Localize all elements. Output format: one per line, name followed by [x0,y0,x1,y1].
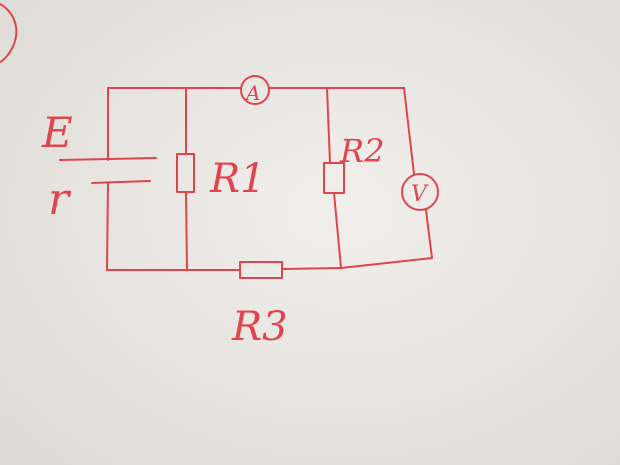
wire-right-top [403,87,415,175]
label-internal-resistance: r [48,174,72,225]
wire-left-bottom [106,181,109,271]
battery-short-plate [91,180,151,184]
label-r2: R2 [339,132,384,170]
ammeter [240,75,270,105]
label-emf: E [41,108,73,157]
label-r3: R3 [231,304,288,350]
label-ammeter: A [244,81,260,105]
voltmeter-circle [401,173,439,211]
label-voltmeter: V [411,182,429,207]
ammeter-circle [240,75,270,105]
voltmeter [401,173,439,211]
label-r1: R1 [209,156,266,202]
wire-r2-bottom [333,192,342,269]
wire-r2-top [326,87,331,164]
wire-bottom-right [281,267,342,270]
corner-mark [0,3,18,63]
wire-right-bottom [340,209,433,269]
resistor-r3 [239,261,283,279]
wire-r1-bottom [185,191,188,271]
